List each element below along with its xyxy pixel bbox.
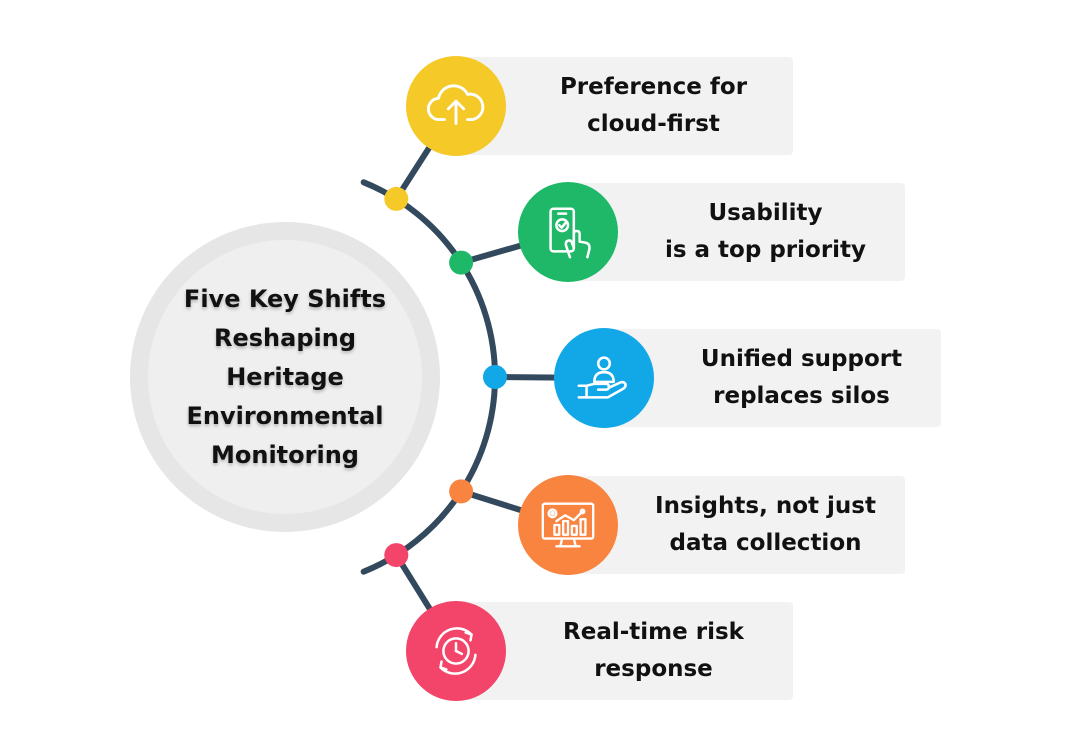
connector-dot <box>384 543 409 568</box>
step-label-unified-support: Unified support replaces silos <box>604 329 941 427</box>
step-icon-badge-cloud <box>406 56 506 156</box>
clock-refresh-icon <box>435 627 477 675</box>
hand-support-icon <box>577 356 627 399</box>
step-label-text: Unified support replaces silos <box>701 341 902 415</box>
step-icon-badge-usability <box>518 182 618 282</box>
step-label-line: response <box>594 656 713 682</box>
connector-dot <box>384 186 409 211</box>
step-label-text: Insights, not just data collection <box>655 488 876 562</box>
step-label-real-time-risk: Real-time risk response <box>456 602 793 700</box>
connector-dot <box>449 250 474 275</box>
step-label-line: Unified support <box>700 346 903 372</box>
step-icon-badge-real-time <box>406 601 506 701</box>
hub-title-line: Environmental <box>186 401 384 430</box>
hub-title-line: Five Key Shifts <box>183 284 387 313</box>
step-label-line: cloud-first <box>587 111 720 137</box>
step-label-text: Usability is a top priority <box>665 195 866 269</box>
connector-dot <box>449 479 474 504</box>
phone-touch-icon <box>549 207 591 259</box>
hub-title-line: Heritage <box>226 362 344 391</box>
step-label-usability: Usability is a top priority <box>568 183 905 281</box>
step-label-line: Real-time risk <box>563 619 744 645</box>
step-label-line: data collection <box>669 530 862 556</box>
step-label-line: Usability <box>708 200 823 226</box>
step-label-text: Real-time risk response <box>563 614 744 688</box>
step-label-cloud-first: Preference for cloud-first <box>456 57 793 155</box>
step-icon-badge-support <box>554 328 654 428</box>
step-label-line: Preference for <box>559 74 748 100</box>
step-label-line: is a top priority <box>664 237 867 263</box>
hub-circle: Five Key Shifts Reshaping Heritage Envir… <box>148 240 422 514</box>
hub-title-line: Monitoring <box>211 440 359 469</box>
analytics-monitor-icon <box>541 502 595 548</box>
step-label-line: Insights, not just <box>655 493 876 519</box>
step-icon-badge-insights <box>518 475 618 575</box>
step-label-insights: Insights, not just data collection <box>568 476 905 574</box>
step-label-line: replaces silos <box>713 383 890 409</box>
hub-title: Five Key Shifts Reshaping Heritage Envir… <box>160 280 410 475</box>
connector-dot <box>483 365 507 389</box>
step-label-text: Preference for cloud-first <box>560 69 747 143</box>
cloud-upload-icon <box>426 84 485 125</box>
hub-title-line: Reshaping <box>214 323 356 352</box>
